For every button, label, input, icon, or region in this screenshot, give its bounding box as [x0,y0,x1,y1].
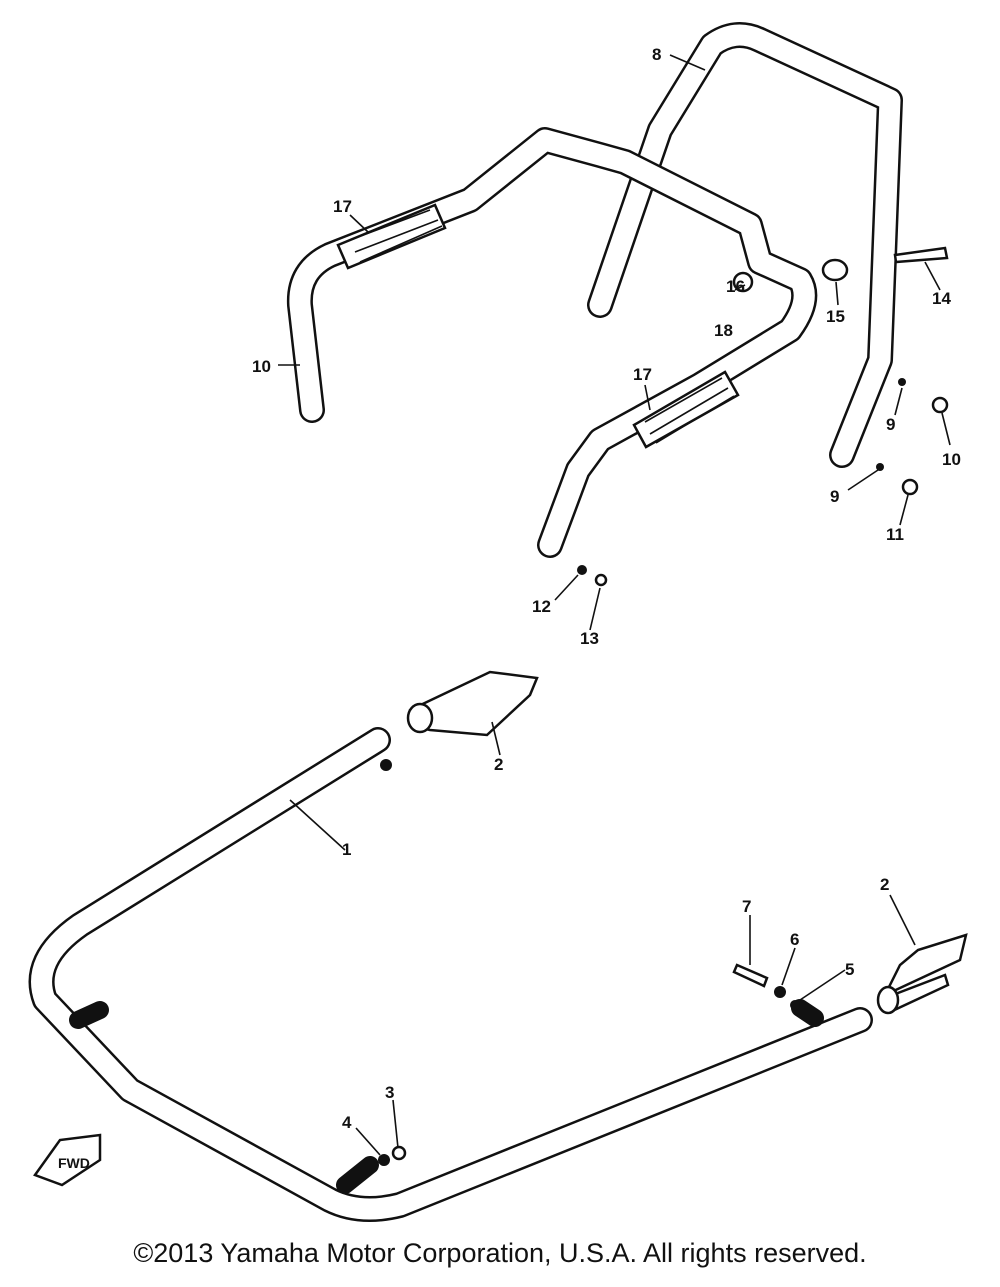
copyright-notice: ©2013 Yamaha Motor Corporation, U.S.A. A… [133,1238,867,1268]
callout-2a: 2 [494,755,503,774]
callout-1: 1 [342,840,351,859]
callout-6: 6 [790,930,799,949]
callout-labels: 8 17 10 16 18 15 14 17 9 10 9 11 12 13 2… [252,45,961,1132]
callout-5: 5 [845,960,854,979]
callout-17a: 17 [333,197,352,216]
hoop-bar-part-8 [587,22,903,468]
callout-4: 4 [342,1113,352,1132]
callout-17b: 17 [633,365,652,384]
exploded-parts-diagram: 8 17 10 16 18 15 14 17 9 10 9 11 12 13 2… [28,22,968,1222]
callout-3: 3 [385,1083,394,1102]
callout-2b: 2 [880,875,889,894]
end-cap-part-2-lower [876,933,968,1015]
callout-11: 10 [252,357,271,376]
forward-direction-arrow: FWD [33,1133,102,1187]
callout-7: 7 [742,897,751,916]
handlebar-part-11 [286,127,818,558]
direction-label: FWD [58,1155,90,1171]
callout-8: 8 [652,45,661,64]
callout-15: 15 [826,307,845,326]
callout-13: 13 [580,629,599,648]
fasteners-upper [577,246,949,587]
grip-part-17-right [632,370,740,449]
callout-12: 12 [532,597,551,616]
grip-part-17-left [336,203,447,270]
callout-9b: 9 [830,487,839,506]
callout-10b: 11 [886,525,904,544]
callout-9a: 9 [886,415,895,434]
bumper-frame-part-1 [28,727,873,1222]
end-cap-part-2-upper [406,670,539,737]
callout-16: 16 [726,277,745,296]
callout-14: 14 [932,289,951,308]
callout-18: 18 [714,321,733,340]
fasteners-lower [378,963,800,1166]
leader-lines [278,54,951,1156]
callout-10a: 10 [942,450,961,469]
